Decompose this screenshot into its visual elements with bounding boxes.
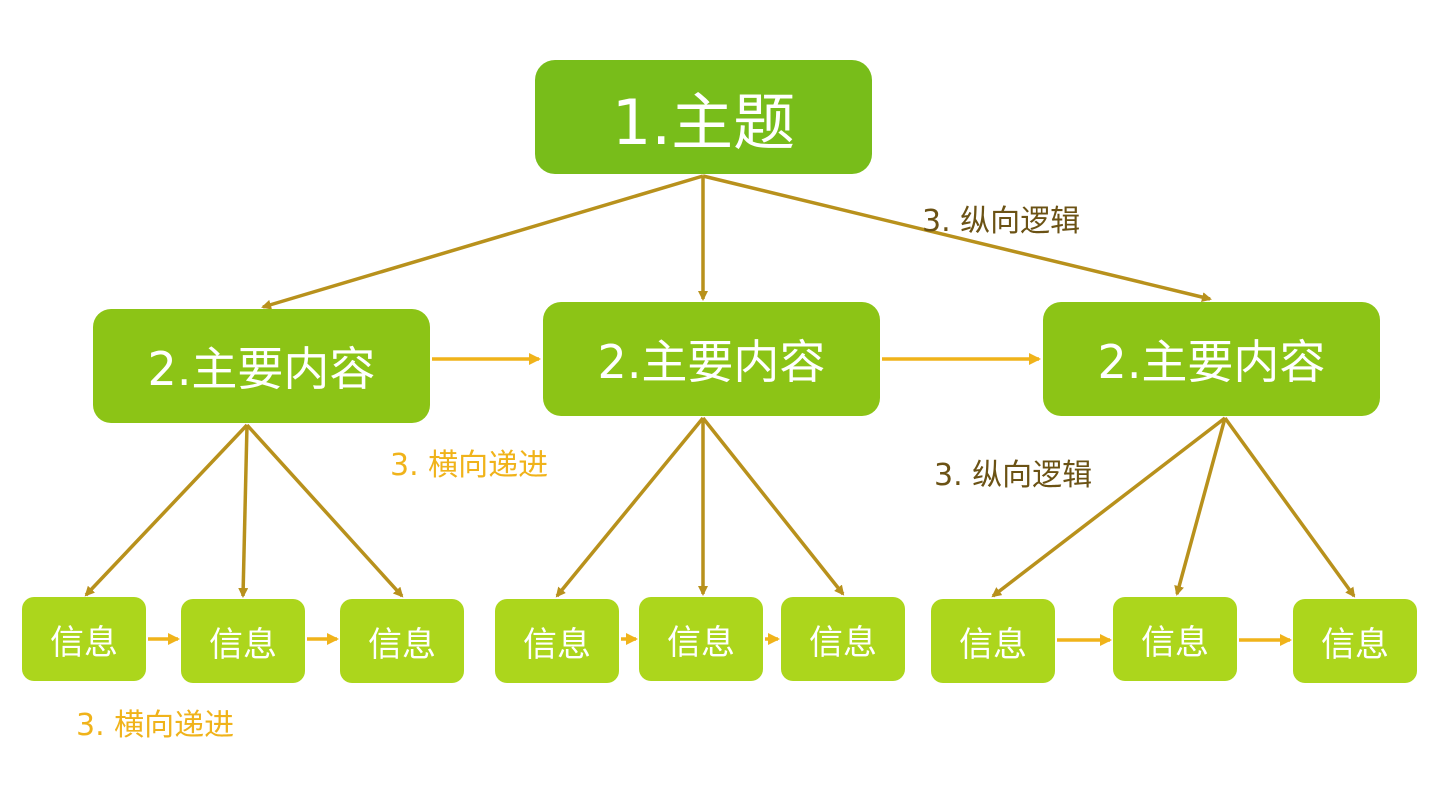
topic-label: 1.主题 bbox=[611, 86, 796, 159]
arrow-topic-to-main-1 bbox=[261, 174, 704, 310]
arrow-main-3-to-info-7 bbox=[991, 416, 1227, 598]
info-box-4: 信息 bbox=[495, 599, 619, 683]
info-label: 信息 bbox=[209, 624, 277, 665]
info-label: 信息 bbox=[667, 622, 735, 663]
vertical-logic-label-mid: 3. 纵向逻辑 bbox=[934, 458, 1093, 493]
info-box-9: 信息 bbox=[1293, 599, 1417, 683]
info-box-7: 信息 bbox=[931, 599, 1055, 683]
main-content-label: 2.主要内容 bbox=[597, 335, 826, 389]
arrow-main-2-to-info-6 bbox=[701, 416, 845, 596]
topic-box: 1.主题 bbox=[535, 60, 872, 174]
main-content-label: 2.主要内容 bbox=[1097, 335, 1326, 389]
main-content-box-2: 2.主要内容 bbox=[543, 302, 880, 416]
main-content-label: 2.主要内容 bbox=[147, 342, 376, 396]
info-box-8: 信息 bbox=[1113, 597, 1237, 681]
info-box-5: 信息 bbox=[639, 597, 763, 681]
info-box-3: 信息 bbox=[340, 599, 464, 683]
info-label: 信息 bbox=[1141, 622, 1209, 663]
info-label: 信息 bbox=[523, 624, 591, 665]
arrow-main-1-to-info-3 bbox=[245, 423, 404, 598]
horizontal-progression-label-mid: 3. 横向递进 bbox=[390, 448, 549, 483]
info-label: 信息 bbox=[809, 622, 877, 663]
vertical-logic-label-top: 3. 纵向逻辑 bbox=[922, 204, 1081, 239]
arrow-main-3-to-info-9 bbox=[1223, 416, 1356, 598]
arrow-topic-to-main-3 bbox=[702, 174, 1212, 302]
info-label: 信息 bbox=[368, 624, 436, 665]
info-box-2: 信息 bbox=[181, 599, 305, 683]
main-content-box-3: 2.主要内容 bbox=[1043, 302, 1380, 416]
info-box-1: 信息 bbox=[22, 597, 146, 681]
main-content-box-1: 2.主要内容 bbox=[93, 309, 430, 423]
horizontal-progression-label-bottom: 3. 横向递进 bbox=[76, 708, 235, 743]
info-label: 信息 bbox=[1321, 624, 1389, 665]
info-label: 信息 bbox=[959, 624, 1027, 665]
arrow-main-2-to-info-4 bbox=[555, 416, 705, 598]
info-label: 信息 bbox=[50, 622, 118, 663]
arrow-main-1-to-info-2 bbox=[238, 424, 249, 598]
arrow-main-3-to-info-8 bbox=[1174, 417, 1227, 596]
info-box-6: 信息 bbox=[781, 597, 905, 681]
arrow-main-1-to-info-1 bbox=[84, 423, 249, 597]
